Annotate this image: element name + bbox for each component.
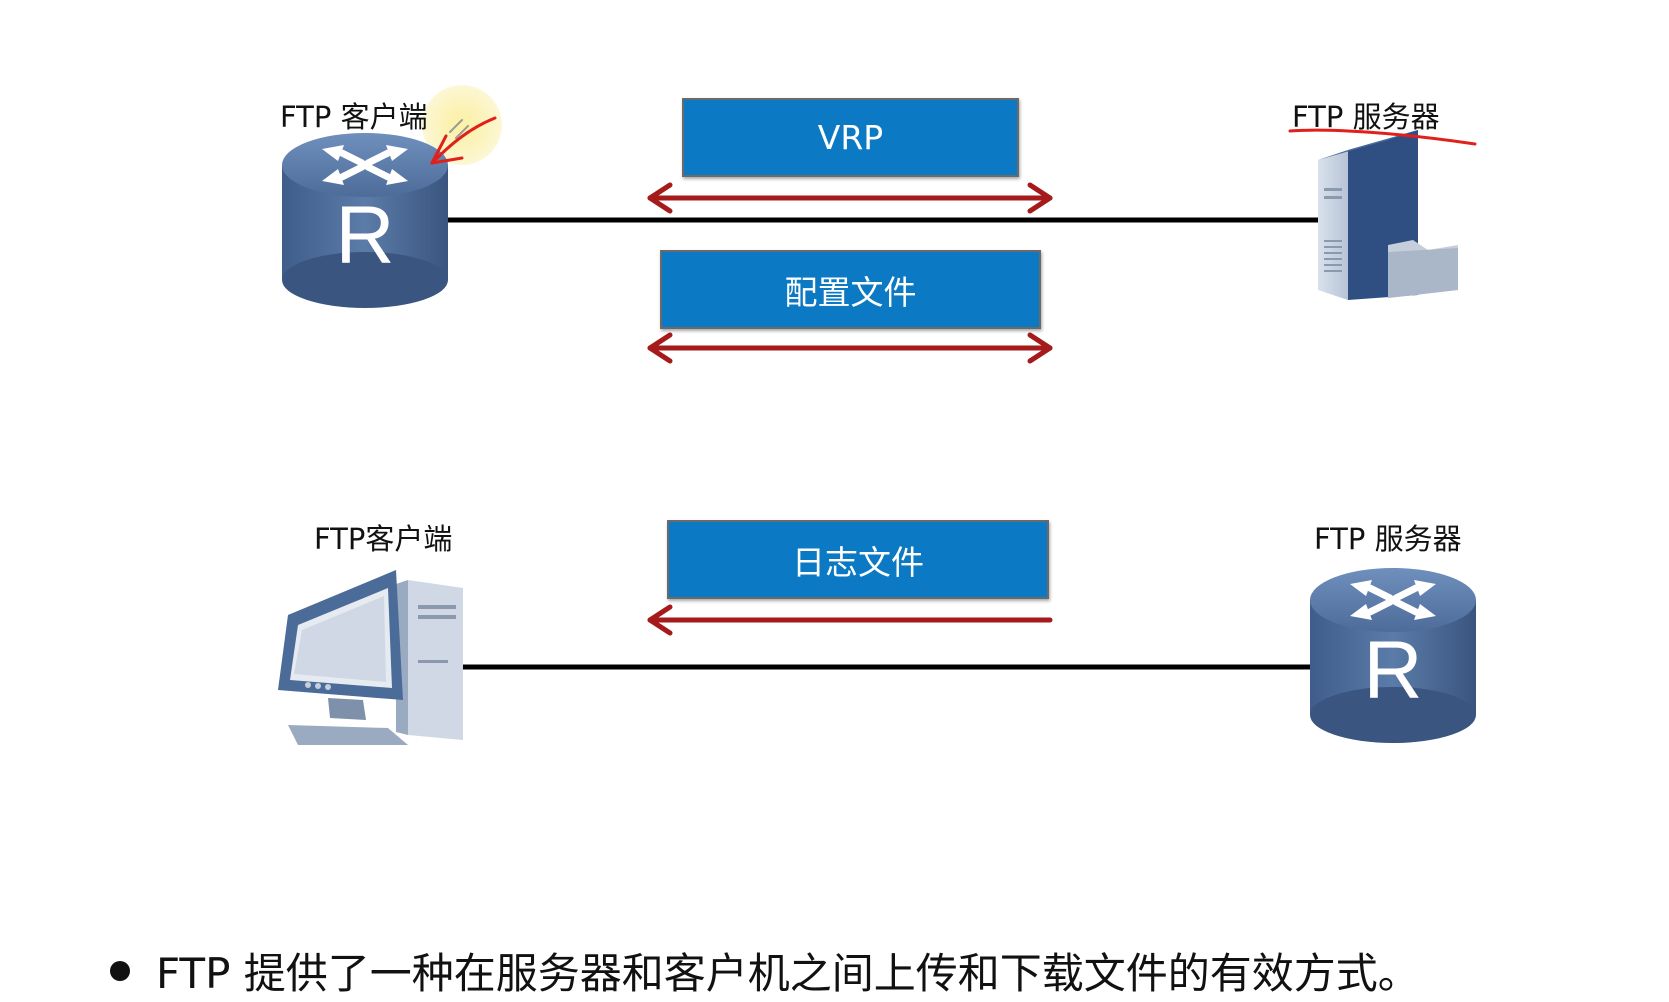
router-icon-top: R bbox=[282, 133, 448, 308]
bottom-client-label: FTP客户端 bbox=[314, 522, 453, 556]
router-letter-top: R bbox=[335, 190, 394, 281]
top-client-label: FTP 客户端 bbox=[280, 100, 428, 134]
left-arrow-log bbox=[647, 604, 1053, 636]
server-icon-top bbox=[1318, 130, 1458, 300]
double-arrow-config bbox=[647, 332, 1053, 364]
vrp-box: VRP bbox=[682, 98, 1019, 177]
bullet-point: FTP 提供了一种在服务器和客户机之间上传和下载文件的有效方式。 bbox=[110, 940, 1420, 1001]
router-icon-bottom: R bbox=[1310, 568, 1476, 743]
top-server-label: FTP 服务器 bbox=[1292, 100, 1440, 134]
log-file-box: 日志文件 bbox=[667, 520, 1049, 599]
router-letter-bottom: R bbox=[1363, 625, 1422, 716]
config-file-box: 配置文件 bbox=[660, 250, 1041, 329]
bullet-text: FTP 提供了一种在服务器和客户机之间上传和下载文件的有效方式。 bbox=[156, 949, 1420, 998]
bottom-server-label: FTP 服务器 bbox=[1314, 522, 1462, 556]
annotation-arrow-icon bbox=[430, 116, 497, 165]
double-arrow-vrp bbox=[647, 182, 1053, 214]
computer-icon bbox=[278, 570, 463, 745]
annotation-underline bbox=[1288, 128, 1477, 146]
bullet-dot-icon bbox=[110, 960, 130, 981]
